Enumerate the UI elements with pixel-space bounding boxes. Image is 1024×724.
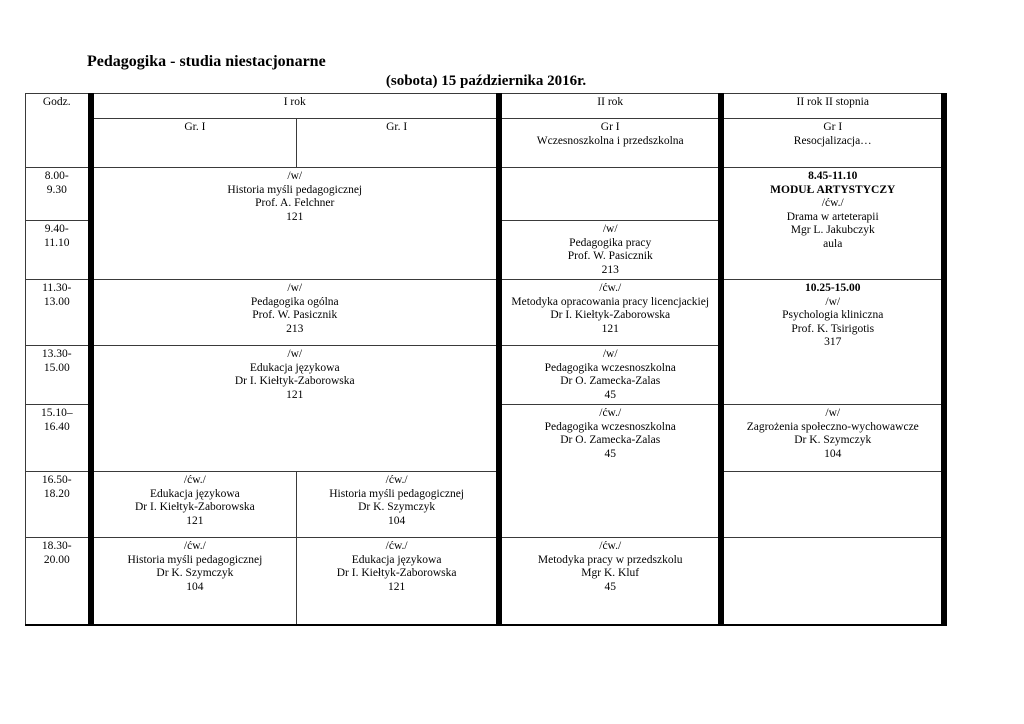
- modul-time-range: 8.45-11.10: [808, 170, 858, 182]
- page-subtitle: (sobota) 15 października 2016r.: [385, 73, 587, 89]
- cell-ii-rok-empty-8.00: [495, 167, 722, 221]
- time-15.10-16.40: 15.10–16.40: [24, 404, 92, 472]
- timetable: Godz. I rok II rok II rok II stopnia Gr.…: [24, 93, 947, 626]
- ii-rok-header: II rok: [495, 93, 722, 119]
- i-rok-header: I rok: [87, 93, 500, 119]
- page-title: Pedagogika - studia niestacjonarne: [87, 53, 326, 70]
- time-8.00-9.30: 8.00-9.30: [24, 167, 92, 221]
- row-18.30-20.00: 18.30-20.00 /ćw./Historia myśli pedagogi…: [24, 537, 945, 625]
- time-18.30-20.00: 18.30-20.00: [24, 537, 92, 625]
- gr-i-a-header: Gr. I: [87, 118, 298, 168]
- modul-title: MODUŁ ARTYSTYCZY: [770, 183, 896, 196]
- time-13.30-15.00: 13.30-15.00: [24, 345, 92, 405]
- row-15.10-16.40: 15.10–16.40 /ćw./Pedagogika wczesnoszkol…: [24, 404, 945, 538]
- cell-ii-stopnia-empty-18.30: [718, 537, 945, 625]
- cell-ii-stopnia-empty-16.50: [718, 471, 945, 538]
- godz-header: Godz.: [24, 93, 92, 168]
- row-8.00-9.30: 8.00-9.30 /w/Historia myśli pedagogiczne…: [24, 167, 945, 280]
- cell-ii-stopnia-modul-artystyczny: 8.45-11.10 MODUŁ ARTYSTYCZY /ćw./Drama w…: [718, 167, 945, 280]
- gr-i-b-header: Gr. I: [296, 118, 500, 168]
- time-16.50-18.20: 16.50-18.20: [24, 471, 92, 538]
- psychologia-time-range: 10.25-15.00: [804, 282, 861, 294]
- ii-rok-ii-stopnia-header: II rok II stopnia: [718, 93, 945, 119]
- header-row-years: Godz. I rok II rok II rok II stopnia: [24, 93, 945, 168]
- time-11.30-13.00: 11.30-13.00: [24, 279, 92, 346]
- cell-ii-rok-metodyka-licencjacka: /ćw./Metodyka opracowania pracy licencja…: [495, 279, 722, 346]
- time-9.40-11.10: 9.40-11.10: [24, 220, 92, 280]
